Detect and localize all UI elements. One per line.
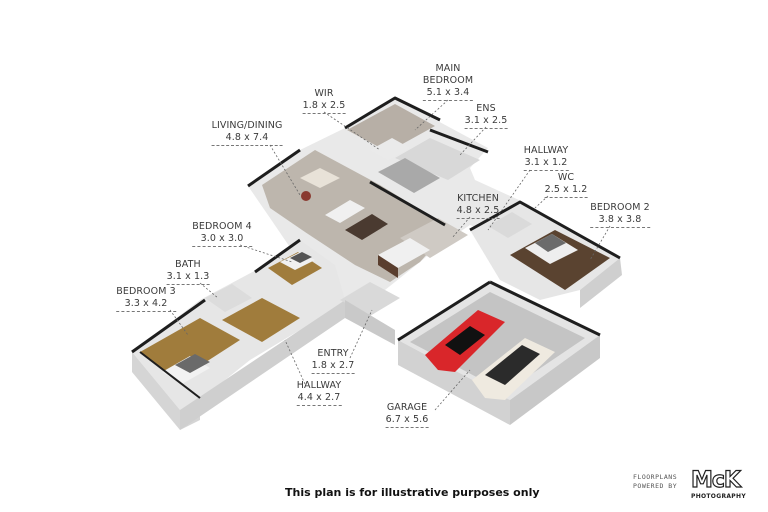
room-label-bedroom-4: BEDROOM 4 3.0 x 3.0 [192, 221, 252, 247]
room-label-entry: ENTRY 1.8 x 2.7 [311, 348, 355, 374]
mck-photography-logo: FLOORPLANS POWERED BY McK PHOTOGRAPHY [633, 467, 758, 503]
brand-line1: FLOORPLANS [633, 473, 678, 481]
room-label-bath: BATH 3.1 x 1.3 [166, 259, 210, 285]
living-furniture [300, 138, 430, 278]
room-label-wir: WIR 1.8 x 2.5 [302, 88, 346, 114]
brand-sub: PHOTOGRAPHY [691, 493, 746, 500]
room-label-main-bedroom: MAIN BEDROOM 5.1 x 3.4 [422, 63, 474, 101]
room-label-bedroom-2: BEDROOM 2 3.8 x 3.8 [590, 202, 650, 228]
room-label-garage: GARAGE 6.7 x 5.6 [385, 402, 429, 428]
room-label-living-dining: LIVING/DINING 4.8 x 7.4 [211, 120, 283, 146]
room-label-bedroom-3: BEDROOM 3 3.3 x 4.2 [116, 286, 176, 312]
left-wing [132, 240, 345, 430]
brand-line2: POWERED BY [633, 482, 678, 490]
room-label-ens: ENS 3.1 x 2.5 [464, 103, 508, 129]
brand-logo: McK [690, 467, 741, 493]
disclaimer-text: This plan is for illustrative purposes o… [285, 486, 540, 499]
room-label-hallway-south: HALLWAY 4.4 x 2.7 [296, 380, 342, 406]
room-label-hallway-north: HALLWAY 3.1 x 1.2 [523, 145, 569, 171]
white-car [472, 338, 555, 400]
room-label-wc: WC 2.5 x 1.2 [544, 172, 588, 198]
red-car [425, 310, 505, 372]
room-label-kitchen: KITCHEN 4.8 x 2.5 [456, 193, 500, 219]
